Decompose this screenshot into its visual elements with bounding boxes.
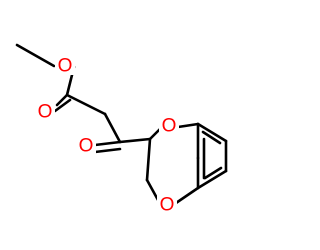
ketone-double-bond-2 xyxy=(93,147,122,154)
ester-carbonyl-double-bond-1 xyxy=(55,93,69,107)
ester-carbonyl-double-bond-2 xyxy=(53,98,72,113)
ketone-c-to-ring-c-bond xyxy=(118,137,152,144)
chemical-structure: O O O O O xyxy=(15,43,228,216)
methyl-bond xyxy=(15,43,56,68)
ch2-to-ketone-c-bond xyxy=(103,112,122,144)
ketone-oxygen-mask xyxy=(76,136,96,156)
ring-oxygen-bottom-label: O xyxy=(160,195,175,216)
ester-carbonyl-oxygen-label: O xyxy=(38,102,53,123)
ring-oxygen-bottom-mask xyxy=(157,195,177,215)
ketone-oxygen-label: O xyxy=(79,136,94,157)
o-top-to-aromatic-bond xyxy=(176,122,200,129)
ring-c-to-ch2-bond xyxy=(145,137,152,182)
ch2-to-o-bottom-bond xyxy=(145,178,160,202)
ring-c-to-o-top-bond xyxy=(148,127,162,141)
o-bottom-to-aromatic-bond xyxy=(174,186,200,205)
benzene-inner-bond-1 xyxy=(201,130,222,145)
ring-oxygen-top-label: O xyxy=(162,116,177,137)
ester-ether-oxygen-label: O xyxy=(58,56,73,77)
ester-ether-oxygen-mask xyxy=(55,55,75,75)
bonds xyxy=(15,43,228,205)
atom-labels: O O O O O xyxy=(35,55,179,216)
ketone-double-bond-1 xyxy=(93,140,122,147)
ring-oxygen-top-mask xyxy=(159,116,179,136)
carbonyl-c-to-ch2-bond xyxy=(65,93,107,116)
benzene-bond-1 xyxy=(196,122,228,143)
benzene-inner-bond-2 xyxy=(203,166,223,180)
benzene-bond-3 xyxy=(196,169,228,190)
ester-carbonyl-oxygen-mask xyxy=(35,102,55,122)
